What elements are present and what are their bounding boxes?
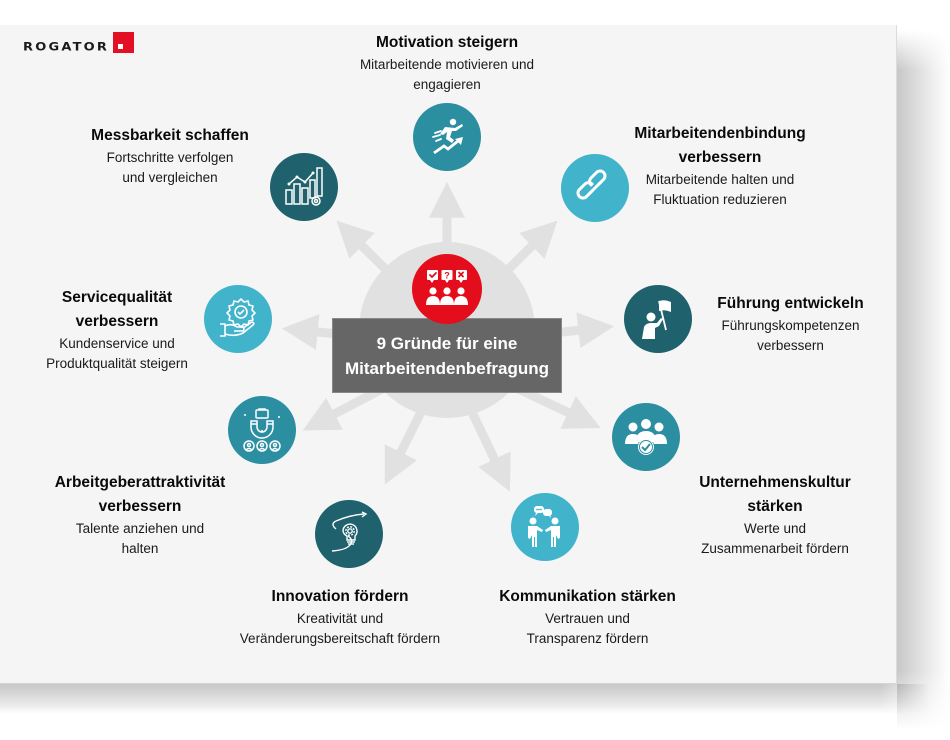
person-flag-icon [624,285,692,353]
reason-employer: Arbeitgeberattraktivität verbessern Tale… [25,471,255,559]
reason-desc-line2: Transparenz fördern [526,631,649,646]
reason-title: Arbeitgeberattraktivität [54,474,226,491]
reason-desc-line1: Talente anziehen und [75,521,205,536]
reason-measurability: Messbarkeit schaffen Fortschritte verfol… [70,124,270,188]
reason-title: Unternehmenskultur [699,474,851,491]
reason-leadership: Führung entwickeln Führungskompetenzen v… [703,292,878,356]
reason-desc-line1: Kreativität und [296,611,384,626]
reason-communication: Kommunikation stärken Vertrauen und Tran… [480,585,695,649]
reason-title: Kommunikation stärken [499,588,676,605]
card-shadow-bottom [0,684,930,714]
reason-desc-line1: Mitarbeitende motivieren und [359,57,535,72]
reason-desc-line2: verbessern [757,338,824,353]
reason-desc-line1: Fortschritte verfolgen [106,150,234,165]
rogator-logo: ROGATOR [23,32,135,54]
magnet-talent-icon [228,396,296,464]
card-shadow-right [897,30,950,730]
reason-title-line2: verbessern [75,313,159,330]
svg-text:?: ? [444,271,450,281]
reason-desc-line2: halten [121,541,159,556]
logo-wordmark: ROGATOR [23,41,110,54]
reason-title-line2: verbessern [98,498,182,515]
reason-title: Führung entwickeln [717,295,864,312]
reason-desc-line2: Produktqualität steigern [46,356,188,371]
reason-title: Innovation fördern [271,588,409,605]
reason-title: Motivation steigern [375,34,519,51]
reason-culture: Unternehmenskultur stärken Werte und Zus… [675,471,875,559]
reason-desc-line2: Fluktuation reduzieren [653,192,787,207]
reason-retention: Mitarbeitendenbindung verbessern Mitarbe… [620,122,820,210]
reason-service: Servicequalität verbessern Kundenservice… [22,286,212,374]
reason-desc-line2: engagieren [413,77,481,92]
lightbulb-gear-icon [315,500,383,568]
hub-title-line2: Mitarbeitendenbefragung [344,358,549,378]
hub-title-box: 9 Gründe für eine Mitarbeitendenbefragun… [332,318,562,393]
reason-desc-line2: und vergleichen [122,170,218,185]
survey-feedback-group-icon: ? [412,254,482,324]
reason-innovation: Innovation fördern Kreativität und Verän… [215,585,465,649]
team-check-icon [612,403,680,471]
reason-desc-line2: Veränderungsbereitschaft fördern [239,631,441,646]
bar-chart-gear-icon [270,153,338,221]
hub-title-line1: 9 Gründe für eine [376,333,518,353]
chain-link-icon [561,154,629,222]
reason-title-line2: stärken [747,498,803,515]
logo-square-icon [113,32,135,53]
reason-desc-line1: Vertrauen und [545,611,630,626]
hand-quality-badge-icon [204,285,272,353]
reason-desc-line1: Führungskompetenzen [721,318,860,333]
reason-desc-line1: Werte und [743,521,807,536]
reason-title-line2: verbessern [678,149,762,166]
reason-desc-line1: Kundenservice und [59,336,175,351]
reason-desc-line2: Zusammenarbeit fördern [701,541,849,556]
reason-title: Mitarbeitendenbindung [634,125,806,142]
people-talking-icon [511,493,579,561]
reason-desc-line1: Mitarbeitende halten und [645,172,795,187]
running-growth-icon [413,103,481,171]
reason-title: Servicequalität [61,289,173,306]
reason-title: Messbarkeit schaffen [91,127,249,144]
reason-motivation: Motivation steigern Mitarbeitende motivi… [327,31,567,95]
